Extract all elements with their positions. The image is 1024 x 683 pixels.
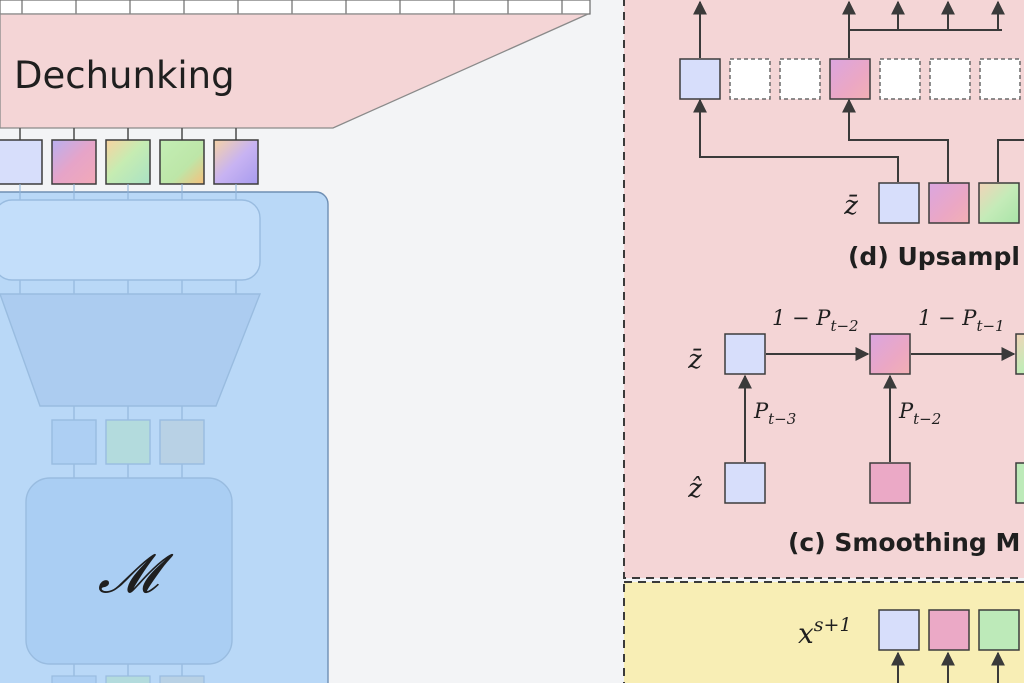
smoothing-top-symbol: z̄ bbox=[687, 345, 702, 375]
zbar-cell bbox=[978, 182, 1020, 224]
output-cell bbox=[928, 609, 970, 651]
smoothing-edge-label-2: 1 − Pt−1 bbox=[918, 306, 1005, 335]
smoothing-vert-label-2: Pt−2 bbox=[898, 399, 941, 428]
inner-chunk-cell bbox=[105, 419, 151, 465]
smoothing-caption: (c) Smoothing M bbox=[788, 528, 1020, 557]
output-section: xs+1 bbox=[798, 609, 1020, 683]
upsampler-caption: (d) Upsampl bbox=[848, 242, 1020, 271]
top-output-cells bbox=[0, 0, 591, 15]
left-pipeline: Dechunking bbox=[0, 0, 591, 683]
upsampler-input-symbol: z̄ bbox=[843, 191, 858, 221]
zbar-cell bbox=[878, 182, 920, 224]
inner-encoder-block bbox=[0, 199, 261, 281]
upsampled-cell bbox=[829, 58, 871, 100]
zhat-cell bbox=[869, 462, 911, 504]
smoothed-cell bbox=[1015, 333, 1024, 375]
chunk-cell bbox=[51, 139, 97, 185]
smoothed-cell bbox=[869, 333, 911, 375]
chunk-cell bbox=[213, 139, 259, 185]
zbar-cell bbox=[928, 182, 970, 224]
inner-chunk-cell bbox=[159, 419, 205, 465]
smoothing-edge-label-1: 1 − Pt−2 bbox=[772, 306, 859, 335]
output-cell bbox=[978, 609, 1020, 651]
output-symbol: xs+1 bbox=[798, 614, 852, 650]
inner-network-ghost bbox=[0, 184, 262, 683]
chunk-cell bbox=[159, 139, 205, 185]
dechunking-block bbox=[0, 13, 589, 129]
upsampled-empty-cell bbox=[879, 58, 921, 100]
smoothing-bottom-symbol: ẑ bbox=[687, 474, 702, 504]
output-cell bbox=[878, 609, 920, 651]
upsampled-empty-cell bbox=[979, 58, 1021, 100]
chunk-cell bbox=[0, 139, 43, 185]
dechunking-label: Dechunking bbox=[14, 54, 235, 97]
upsampled-empty-cell bbox=[929, 58, 971, 100]
inner-chunking-block bbox=[0, 293, 262, 407]
chunk-cell bbox=[105, 139, 151, 185]
smoothed-cell bbox=[724, 333, 766, 375]
main-network-block bbox=[25, 477, 233, 665]
smoothing-vert-label-1: Pt−3 bbox=[753, 399, 796, 428]
smoothing-section: z̄ ẑ 1 − Pt−2 1 − Pt−1 Pt−3 Pt−2 (c) Smo… bbox=[687, 306, 1024, 557]
upsampled-cell bbox=[679, 58, 721, 100]
chunk-cells-row bbox=[0, 139, 259, 185]
dechunking-connectors bbox=[19, 128, 237, 140]
upsampler-section: z̄ (d) Upsampl bbox=[679, 0, 1024, 271]
zhat-cell bbox=[724, 462, 766, 504]
zhat-cell bbox=[1015, 462, 1024, 504]
upsampled-empty-cell bbox=[729, 58, 771, 100]
inner-chunk-cell bbox=[51, 419, 97, 465]
upsampled-empty-cell bbox=[779, 58, 821, 100]
